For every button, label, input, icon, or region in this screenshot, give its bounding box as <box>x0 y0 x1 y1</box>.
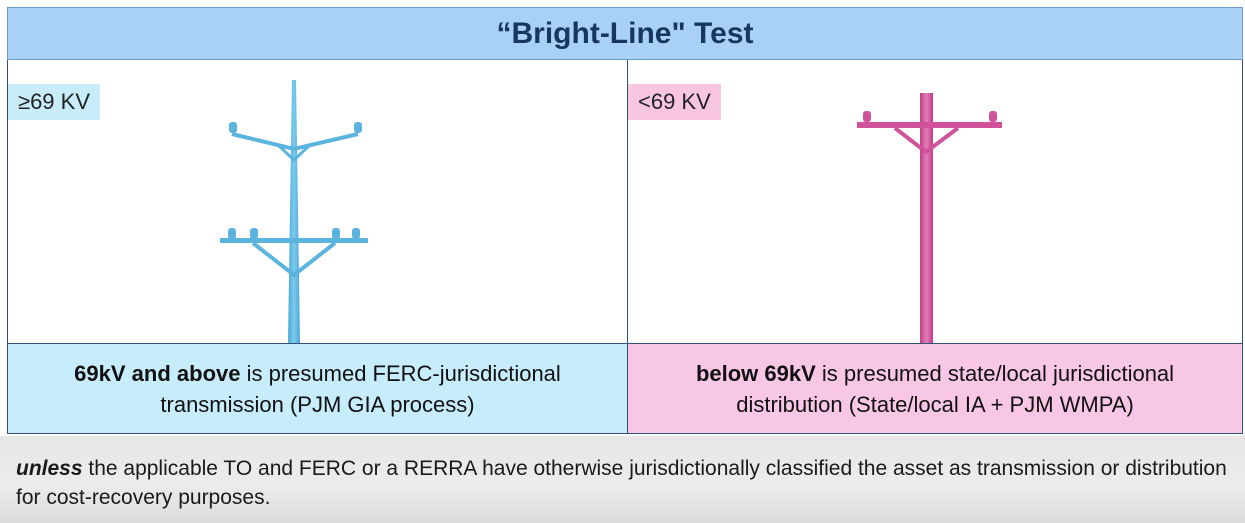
caption-emphasis: 69kV and above <box>74 360 241 386</box>
caption-line-1: is presumed state/local jurisdictional <box>815 360 1175 386</box>
voltage-tag-low: <69 KV <box>628 84 721 120</box>
caption-emphasis: below 69kV <box>695 360 816 386</box>
transmission-panel: ≥69 KV <box>8 60 628 433</box>
title-banner: “Bright-Line" Test <box>7 7 1243 60</box>
caption-line-1: is presumed FERC-jurisdictional <box>240 360 561 386</box>
page-title: “Bright-Line" Test <box>496 16 754 50</box>
caption-line-2: distribution (State/local IA + PJM WMPA) <box>736 391 1134 417</box>
distribution-pole-icon <box>857 93 1002 343</box>
footer-note: unless the applicable TO and FERC or a R… <box>0 436 1245 523</box>
voltage-tag-high: ≥69 KV <box>8 84 101 120</box>
distribution-caption: below 69kV is presumed state/local juris… <box>628 343 1242 433</box>
transmission-tower-icon <box>220 80 368 343</box>
footer-emphasis: unless <box>16 457 83 480</box>
comparison-panels: ≥69 KV <box>7 60 1243 434</box>
distribution-panel: <69 KV below 69kV is presumed state/loca… <box>628 60 1242 433</box>
caption-line-2: transmission (PJM GIA process) <box>160 391 475 417</box>
footer-text: unless the applicable TO and FERC or a R… <box>16 454 1231 512</box>
transmission-caption: 69kV and above is presumed FERC-jurisdic… <box>8 343 627 433</box>
footer-body: the applicable TO and FERC or a RERRA ha… <box>16 457 1227 509</box>
